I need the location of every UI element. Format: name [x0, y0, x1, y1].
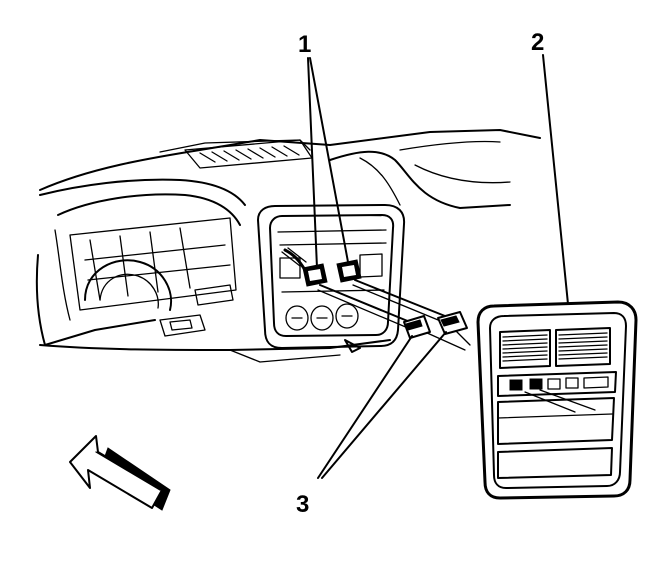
- view-direction-arrow-icon: [69, 435, 171, 511]
- bezel-switch-row: [497, 371, 617, 413]
- dash-connector-left: [302, 263, 328, 287]
- bezel-air-vents: [499, 327, 611, 369]
- leader-lines: [307, 54, 569, 479]
- bezel-connector-left: [403, 315, 431, 339]
- dash-connector-right: [336, 259, 362, 283]
- callout-1-label: 1: [298, 31, 311, 58]
- instrument-panel: [35, 129, 541, 363]
- center-bezel: [476, 300, 638, 500]
- bezel-connector-right: [437, 311, 468, 335]
- callout-3-label: 3: [296, 491, 309, 518]
- callout-2-label: 2: [531, 29, 544, 56]
- defroster-grille: [184, 139, 313, 169]
- center-stack-opening: [257, 204, 406, 349]
